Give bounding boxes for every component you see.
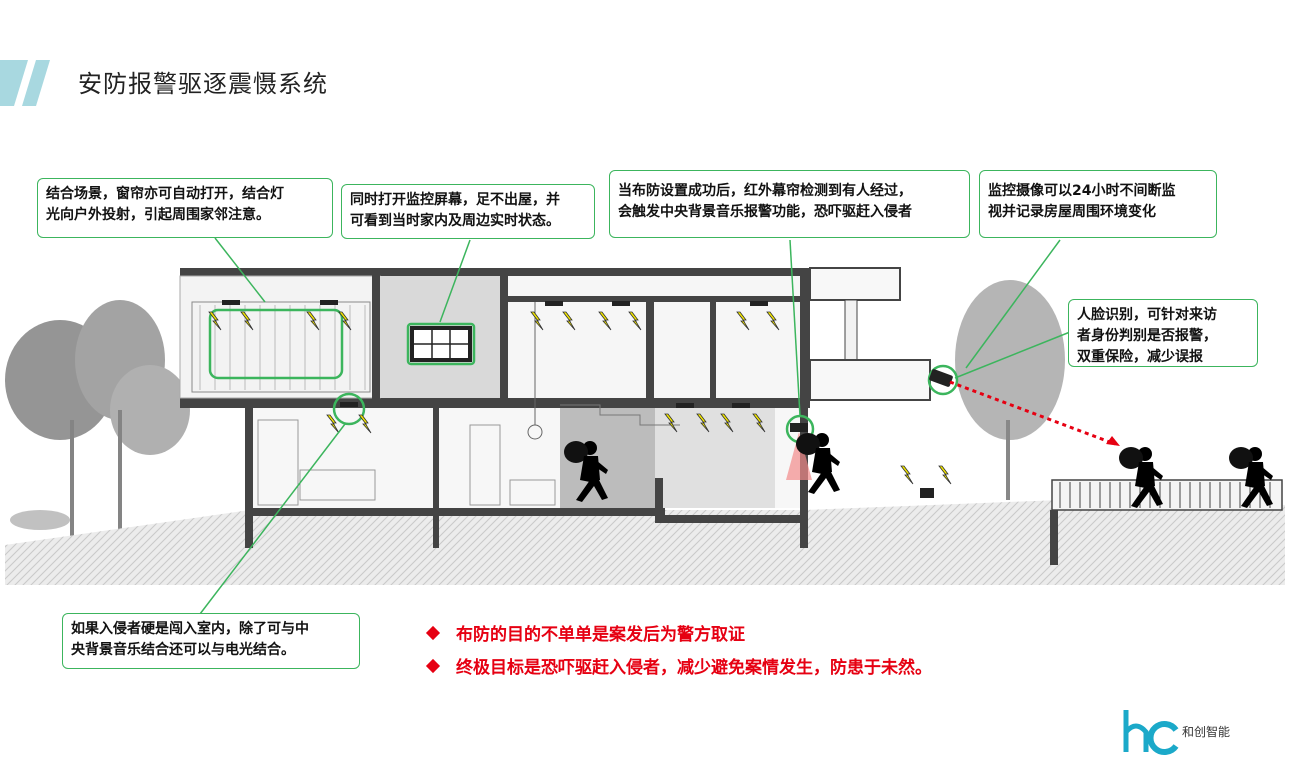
callout-line: 结合场景，窗帘亦可自动打开，结合灯 bbox=[46, 186, 284, 202]
callout-line: 者身份判别是否报警， bbox=[1077, 328, 1217, 344]
key-points: 布防的目的不单单是案发后为警方取证 终极目标是恐吓驱赶入侵者，减少避免案情发生，… bbox=[425, 616, 932, 682]
callout-line: 可看到当时家内及周边实时状态。 bbox=[350, 213, 560, 229]
company-logo bbox=[1123, 710, 1179, 755]
callout-face-recognition: 人脸识别，可针对来访 者身份判别是否报警， 双重保险，减少误报 bbox=[1068, 299, 1258, 367]
callout-line: 会触发中央背景音乐报警功能，恐吓驱赶入侵者 bbox=[618, 204, 912, 220]
callout-curtain: 结合场景，窗帘亦可自动打开，结合灯 光向户外投射，引起周围家邻注意。 bbox=[37, 178, 333, 238]
diamond-bullet-icon bbox=[425, 658, 441, 673]
callout-line: 同时打开监控屏幕，足不出屋，并 bbox=[350, 192, 560, 208]
bullet-item: 终极目标是恐吓驱赶入侵者，减少避免案情发生，防患于未然。 bbox=[425, 649, 932, 682]
callout-line: 如果入侵者硬是闯入室内，除了可与中 bbox=[71, 621, 309, 637]
callout-line: 双重保险，减少误报 bbox=[1077, 349, 1203, 365]
callout-line: 当布防设置成功后，红外幕帘检测到有人经过， bbox=[618, 183, 912, 199]
diamond-bullet-icon bbox=[425, 625, 441, 640]
callout-indoor-intrusion: 如果入侵者硬是闯入室内，除了可与中 央背景音乐结合还可以与电光结合。 bbox=[62, 613, 360, 669]
callout-line: 视并记录房屋周围环境变化 bbox=[988, 204, 1156, 220]
callout-monitor-screen: 同时打开监控屏幕，足不出屋，并 可看到当时家内及周边实时状态。 bbox=[341, 184, 595, 239]
bullet-text: 终极目标是恐吓驱赶入侵者，减少避免案情发生，防患于未然。 bbox=[456, 658, 932, 678]
camera-icon bbox=[929, 369, 953, 387]
bullet-text: 布防的目的不单单是案发后为警方取证 bbox=[456, 625, 745, 645]
callout-camera: 监控摄像可以24小时不间断监 视并记录房屋周围环境变化 bbox=[979, 170, 1217, 238]
callout-line: 人脸识别，可针对来访 bbox=[1077, 307, 1217, 323]
page-title: 安防报警驱逐震慑系统 bbox=[78, 70, 328, 98]
bullet-item: 布防的目的不单单是案发后为警方取证 bbox=[425, 616, 932, 649]
logo-name: 和创智能 bbox=[1182, 725, 1231, 739]
tree-right-icon bbox=[955, 280, 1065, 500]
callout-line: 光向户外投射，引起周围家邻注意。 bbox=[46, 207, 270, 223]
tree-left-icon bbox=[5, 300, 190, 550]
callout-line: 监控摄像可以24小时不间断监 bbox=[988, 183, 1176, 199]
title-accent-bar bbox=[0, 60, 50, 106]
callout-ir-alarm: 当布防设置成功后，红外幕帘检测到有人经过， 会触发中央背景音乐报警功能，恐吓驱赶… bbox=[609, 170, 970, 238]
callout-line: 央背景音乐结合还可以与电光结合。 bbox=[71, 642, 295, 658]
